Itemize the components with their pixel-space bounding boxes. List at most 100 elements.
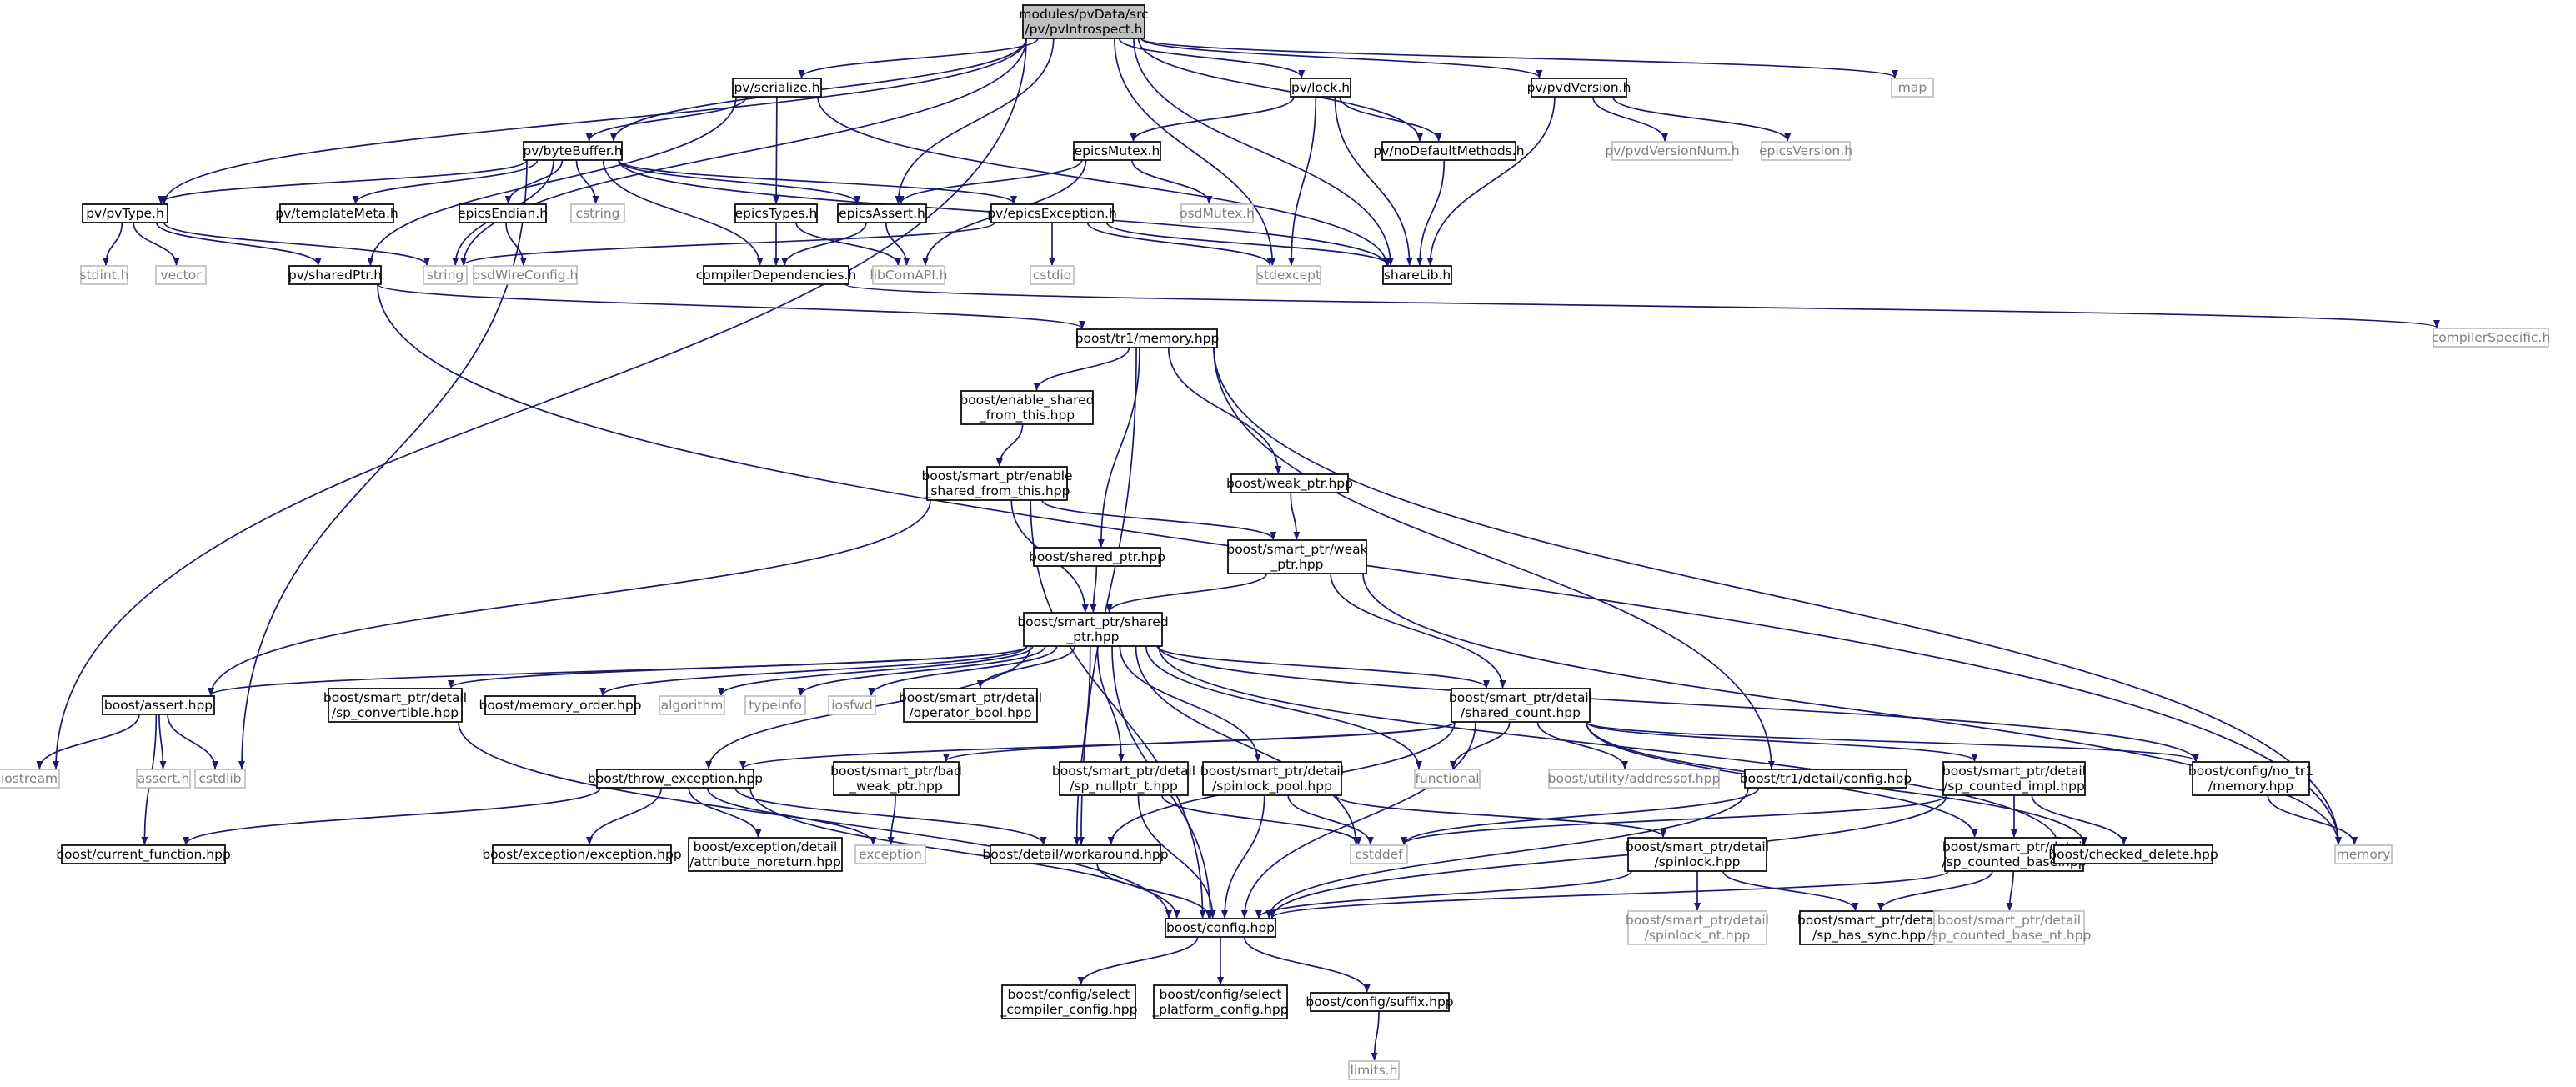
node-noDefault[interactable]: pv/noDefaultMethods.h	[1373, 141, 1525, 161]
node-label: limits.h	[1351, 1063, 1398, 1078]
node-label: /sp_counted_impl.hpp	[1943, 779, 2085, 794]
node-label: _compiler_config.hpp	[1000, 1002, 1138, 1018]
node-shareLib[interactable]: shareLib.h	[1382, 265, 1452, 285]
node-box	[279, 203, 394, 223]
node-epicsAssert[interactable]: epicsAssert.h	[837, 203, 927, 223]
node-spWeak[interactable]: boost/smart_ptr/weak_ptr.hpp	[1226, 539, 1368, 574]
node-checkedDelete[interactable]: boost/checked_delete.hpp	[2048, 844, 2218, 864]
node-box	[960, 390, 1094, 425]
node-pvSerialize[interactable]: pv/serialize.h	[732, 78, 822, 98]
node-label: /memory.hpp	[2208, 779, 2293, 794]
node-tr1config[interactable]: boost/tr1/detail/config.hpp	[1740, 769, 1912, 789]
node-label: boost/smart_ptr/bad	[830, 764, 962, 779]
node-label: /attribute_noreturn.hpp	[689, 854, 841, 870]
node-suffix[interactable]: boost/config/suffix.hpp	[1306, 992, 1454, 1012]
node-badWeak[interactable]: boost/smart_ptr/bad_weak_ptr.hpp	[830, 761, 962, 796]
edge-throwExc-to-workaround	[734, 787, 1047, 845]
node-label: boost/utility/addressof.hpp	[1548, 771, 1721, 786]
edge-spinlockPool-to-cstddef	[1287, 794, 1374, 845]
node-box	[61, 844, 226, 864]
edge-sharedCount-to-noTr1Memory	[1586, 721, 2199, 762]
edge-suffix-to-limits	[1371, 1010, 1380, 1061]
node-label: boost/assert.hpp	[104, 698, 213, 713]
node-label: /operator_bool.hpp	[909, 705, 1031, 721]
edge-config-to-selectCompiler	[1077, 936, 1199, 985]
node-spinlock[interactable]: boost/smart_ptr/detail/spinlock.hpp	[1626, 837, 1769, 872]
edge-spShared-to-noTr1Memory	[1158, 645, 2199, 762]
node-root[interactable]: modules/pvData/src/pv/pvIntrospect.h	[1019, 4, 1149, 39]
node-throwExc[interactable]: boost/throw_exception.hpp	[588, 769, 763, 789]
node-workaround[interactable]: boost/detail/workaround.hpp	[982, 844, 1169, 864]
node-opBool[interactable]: boost/smart_ptr/detail/operator_bool.hpp	[899, 688, 1042, 723]
node-libCom: libComAPI.h	[870, 265, 948, 285]
node-epicsEndian[interactable]: epicsEndian.h	[458, 203, 548, 223]
node-label: pv/pvdVersionNum.h	[1605, 143, 1739, 158]
node-label: boost/tr1/detail/config.hpp	[1740, 771, 1912, 786]
node-nullptr[interactable]: boost/smart_ptr/detail/sp_nullptr_t.hpp	[1052, 761, 1195, 796]
node-label: map	[1898, 80, 1927, 95]
node-memOrder[interactable]: boost/memory_order.hpp	[479, 695, 642, 715]
node-pvType[interactable]: pv/pvType.h	[82, 203, 168, 223]
node-compilerDep[interactable]: compilerDependencies.h	[696, 265, 857, 285]
node-label: boost/config/select	[1008, 987, 1130, 1002]
edge-epicsMutex-to-osdMutex	[1131, 159, 1213, 204]
node-epicsMutex[interactable]: epicsMutex.h	[1073, 141, 1161, 161]
node-noTr1Memory[interactable]: boost/config/no_tr1/memory.hpp	[2188, 761, 2313, 796]
node-stdexcept: stdexcept	[1256, 265, 1321, 285]
node-tr1memory[interactable]: boost/tr1/memory.hpp	[1075, 328, 1220, 348]
edge-assertHpp-to-cstdlib	[167, 714, 219, 769]
node-epicsTypes[interactable]: epicsTypes.h	[734, 203, 818, 223]
node-label: _shared_from_this.hpp	[924, 483, 1070, 499]
node-sharedPtrHpp[interactable]: boost/shared_ptr.hpp	[1029, 547, 1165, 567]
node-spEnableShared[interactable]: boost/smart_ptr/enable_shared_from_this.…	[921, 466, 1073, 501]
node-assertHpp[interactable]: boost/assert.hpp	[102, 695, 215, 715]
node-sharedPtr[interactable]: pv/sharedPtr.h	[288, 265, 382, 285]
node-label: boost/config/no_tr1	[2188, 764, 2313, 779]
node-algorithm: algorithm	[659, 695, 725, 715]
edge-root-to-shareLib	[1133, 38, 1394, 266]
node-currentFunc[interactable]: boost/current_function.hpp	[56, 844, 231, 864]
node-box	[80, 265, 128, 285]
edge-spinlockPool-to-spinlock	[1335, 794, 1667, 838]
edge-compilerDep-to-compilerSpecific	[844, 283, 2440, 328]
node-box	[1022, 4, 1145, 39]
node-excException[interactable]: boost/exception/exception.hpp	[482, 844, 682, 864]
node-limits: limits.h	[1348, 1060, 1400, 1080]
node-box	[1933, 910, 2085, 945]
node-box	[1076, 328, 1218, 348]
node-spConvertible[interactable]: boost/smart_ptr/detail/sp_convertible.hp…	[323, 688, 467, 723]
node-attrNoreturn[interactable]: boost/exception/detail/attribute_noretur…	[688, 837, 843, 872]
node-hasSync[interactable]: boost/smart_ptr/detail/sp_has_sync.hpp	[1797, 910, 1941, 945]
node-sharedCount[interactable]: boost/smart_ptr/detail/shared_count.hpp	[1449, 688, 1592, 723]
node-box	[1414, 769, 1481, 789]
node-label: cstdio	[1033, 268, 1071, 283]
node-pvdVersion[interactable]: pv/pvdVersion.h	[1527, 78, 1631, 98]
node-config[interactable]: boost/config.hpp	[1165, 918, 1276, 938]
node-cstring: cstring	[570, 203, 625, 223]
node-pvLock[interactable]: pv/lock.h	[1290, 78, 1351, 98]
node-memory: memory	[2334, 844, 2393, 864]
node-label: libComAPI.h	[870, 268, 947, 283]
node-weakPtr[interactable]: boost/weak_ptr.hpp	[1226, 473, 1353, 493]
node-selectCompiler[interactable]: boost/config/select_compiler_config.hpp	[1000, 984, 1138, 1019]
edge-pvByteBuffer-to-cstring	[575, 159, 599, 204]
edge-badWeak-to-exception	[887, 794, 896, 845]
node-label: assert.h	[138, 771, 189, 786]
node-exception: exception	[854, 844, 926, 864]
node-label: epicsTypes.h	[735, 206, 818, 221]
node-functional: functional	[1414, 769, 1481, 789]
edge-countedBase-to-countedBaseNt	[2006, 870, 2014, 911]
node-spinlockPool[interactable]: boost/smart_ptr/detail/spinlock_pool.hpp	[1200, 761, 1344, 796]
node-epicsException[interactable]: pv/epicsException.h	[987, 203, 1117, 223]
node-box	[1230, 473, 1349, 493]
node-templateMeta[interactable]: pv/templateMeta.h	[275, 203, 398, 223]
node-selectPlatform[interactable]: boost/config/select_platform_config.hpp	[1151, 984, 1289, 1019]
edge-root-to-map	[1140, 38, 1898, 78]
node-label: boost/smart_ptr/detail	[1942, 764, 2086, 779]
node-label: boost/checked_delete.hpp	[2048, 847, 2218, 863]
node-pvByteBuffer[interactable]: pv/byteBuffer.h	[523, 141, 623, 161]
node-countedImpl[interactable]: boost/smart_ptr/detail/sp_counted_impl.h…	[1942, 761, 2086, 796]
node-enableShared[interactable]: boost/enable_shared_from_this.hpp	[960, 390, 1095, 425]
edge-tr1memory-to-tr1config	[1213, 347, 1775, 769]
node-spShared[interactable]: boost/smart_ptr/shared_ptr.hpp	[1017, 612, 1169, 647]
